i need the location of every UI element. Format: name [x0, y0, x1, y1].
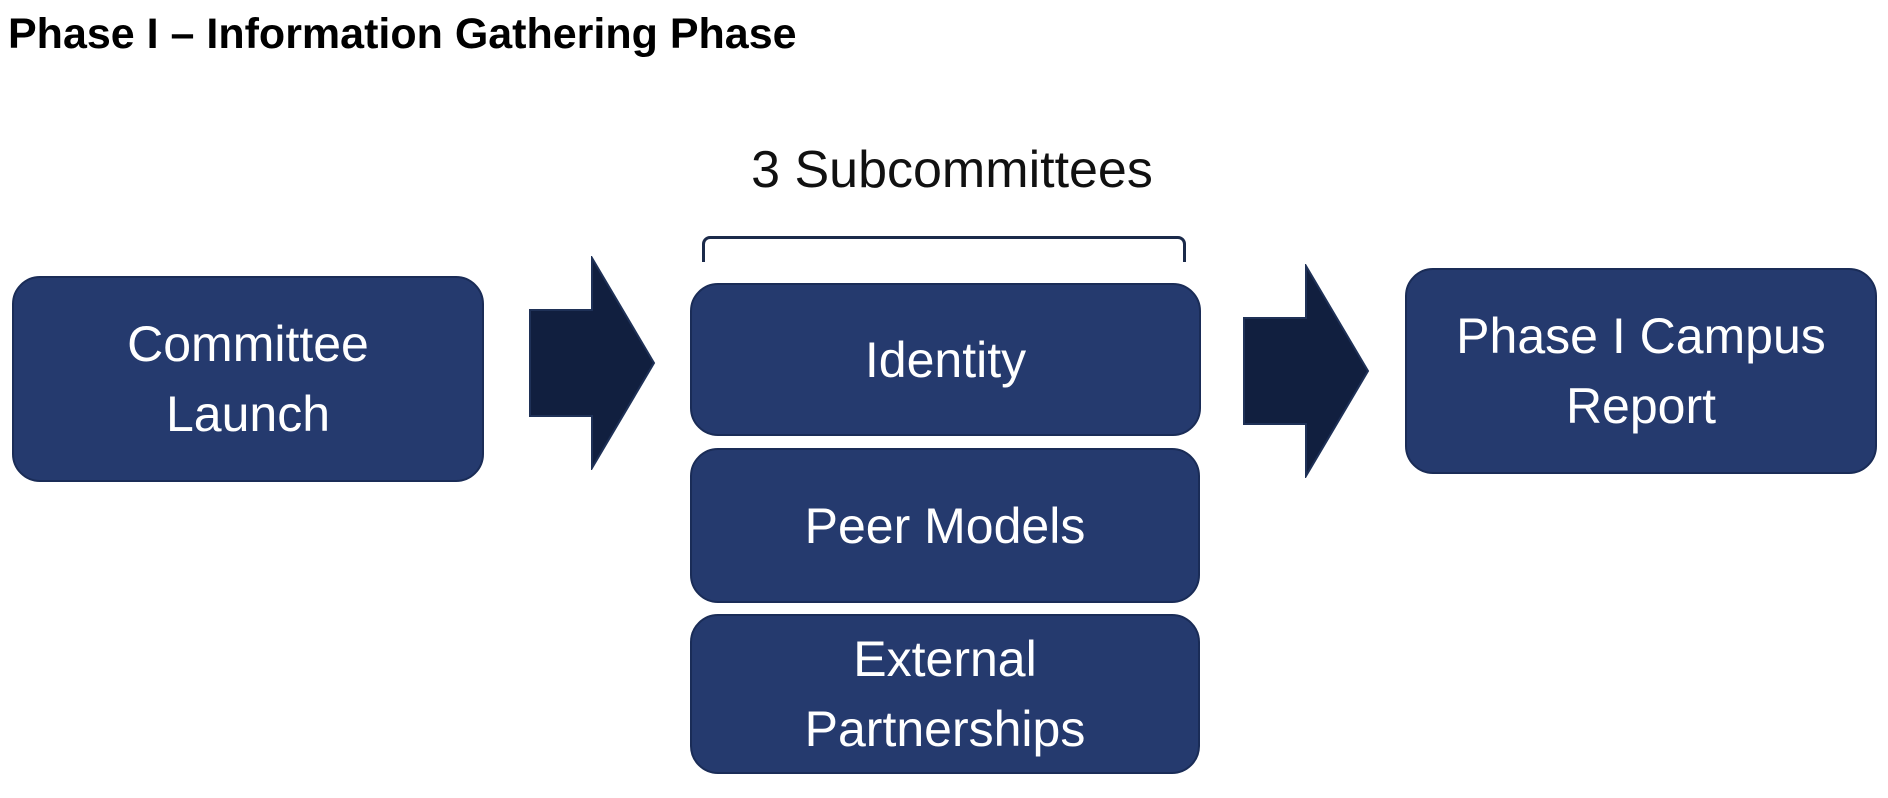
subcommittee-identity-label: Identity — [864, 331, 1027, 388]
page-title: Phase I – Information Gathering Phase — [8, 10, 797, 58]
subcommittee-peer-models-label: Peer Models — [804, 497, 1086, 554]
campus-report-label-line1: Phase I Campus — [1456, 308, 1826, 364]
subcommittee-identity-box: Identity — [690, 283, 1201, 436]
subcommittees-bracket — [702, 236, 1186, 262]
subcommittee-external-label-line2: Partnerships — [804, 701, 1086, 757]
committee-launch-box: Committee Launch — [12, 276, 484, 482]
flow-arrow-icon — [529, 256, 656, 470]
subcommittee-external-label-line1: External — [853, 631, 1037, 687]
campus-report-box: Phase I Campus Report — [1405, 268, 1877, 474]
subcommittees-label: 3 Subcommittees — [751, 141, 1153, 199]
flow-arrow-icon — [1243, 264, 1370, 478]
campus-report-label-line2: Report — [1565, 378, 1717, 434]
subcommittee-peer-models-box: Peer Models — [690, 448, 1200, 603]
committee-launch-label-line1: Committee — [127, 316, 369, 372]
subcommittee-external-partnerships-box: External Partnerships — [690, 614, 1200, 774]
committee-launch-label-line2: Launch — [165, 386, 331, 442]
